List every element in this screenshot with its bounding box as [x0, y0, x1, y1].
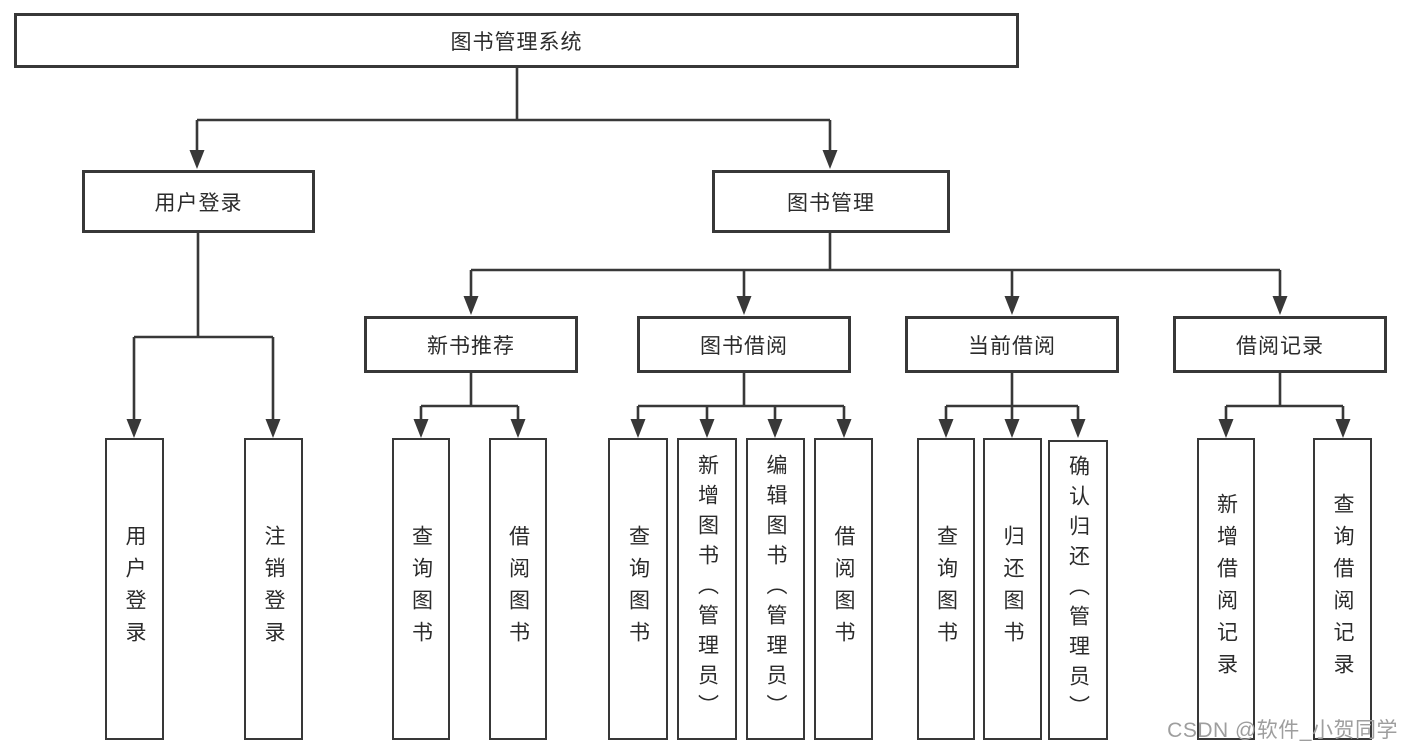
leaf-current-confirm-return-admin: 确认归还（管理员） — [1048, 440, 1108, 740]
node-label: 注销登录 — [262, 525, 285, 653]
node-label: 新增借阅记录 — [1214, 493, 1238, 685]
leaf-borrow-add-books-admin: 新增图书（管理员） — [677, 438, 737, 740]
leaf-records-add-record: 新增借阅记录 — [1197, 438, 1255, 740]
leaf-borrow-edit-books-admin: 编辑图书（管理员） — [746, 438, 805, 740]
node-label: 编辑图书（管理员） — [764, 454, 787, 724]
node-label: 查询借阅记录 — [1331, 493, 1354, 685]
leaf-current-query-books: 查询图书 — [917, 438, 975, 740]
connector-root-to-level2 — [195, 68, 832, 152]
node-borrow-records: 借阅记录 — [1173, 316, 1387, 373]
connector-currentborrow-to-leaves — [944, 373, 1080, 421]
node-label: 用户登录 — [123, 525, 146, 653]
leaf-newbook-query-books: 查询图书 — [392, 438, 450, 740]
node-label: 当前借阅 — [968, 334, 1056, 358]
node-user-login: 用户登录 — [82, 170, 315, 233]
node-new-book-recommend: 新书推荐 — [364, 316, 578, 373]
node-label: 图书管理 — [787, 191, 875, 215]
leaf-records-query-record: 查询借阅记录 — [1313, 438, 1372, 740]
connector-bookmgmt-to-level3 — [469, 233, 1282, 298]
node-label: 查询图书 — [626, 525, 650, 653]
leaf-user-login: 用户登录 — [105, 438, 164, 740]
node-label: 归还图书 — [1001, 525, 1024, 653]
leaf-borrow-query-books: 查询图书 — [608, 438, 668, 740]
node-label: 确认归还（管理员） — [1066, 455, 1090, 725]
node-label: 借阅图书 — [832, 525, 855, 653]
node-book-management: 图书管理 — [712, 170, 950, 233]
connector-newbook-to-leaves — [419, 373, 520, 421]
node-label: 图书借阅 — [700, 334, 788, 358]
node-label: 新增图书（管理员） — [695, 454, 719, 724]
arrowheads — [126, 150, 1351, 438]
csdn-watermark: CSDN @软件_小贺同学 — [1167, 719, 1398, 742]
connector-bookborrow-to-leaves — [636, 373, 846, 421]
leaf-current-return-books: 归还图书 — [983, 438, 1042, 740]
node-current-borrow: 当前借阅 — [905, 316, 1119, 373]
node-label: 查询图书 — [409, 525, 433, 653]
node-label: 图书管理系统 — [450, 30, 583, 54]
node-label: 借阅图书 — [506, 525, 530, 653]
connector-borrowrecords-to-leaves — [1224, 373, 1345, 421]
leaf-logout: 注销登录 — [244, 438, 303, 740]
node-label: 新书推荐 — [427, 334, 515, 358]
leaf-newbook-borrow-books: 借阅图书 — [489, 438, 547, 740]
node-label: 查询图书 — [934, 525, 958, 653]
connector-userlogin-to-leaves — [132, 233, 275, 421]
node-label: 借阅记录 — [1236, 334, 1324, 358]
leaf-borrow-borrow-books: 借阅图书 — [814, 438, 873, 740]
node-system-root: 图书管理系统 — [14, 13, 1019, 68]
node-label: 用户登录 — [154, 191, 243, 215]
node-book-borrow: 图书借阅 — [637, 316, 851, 373]
